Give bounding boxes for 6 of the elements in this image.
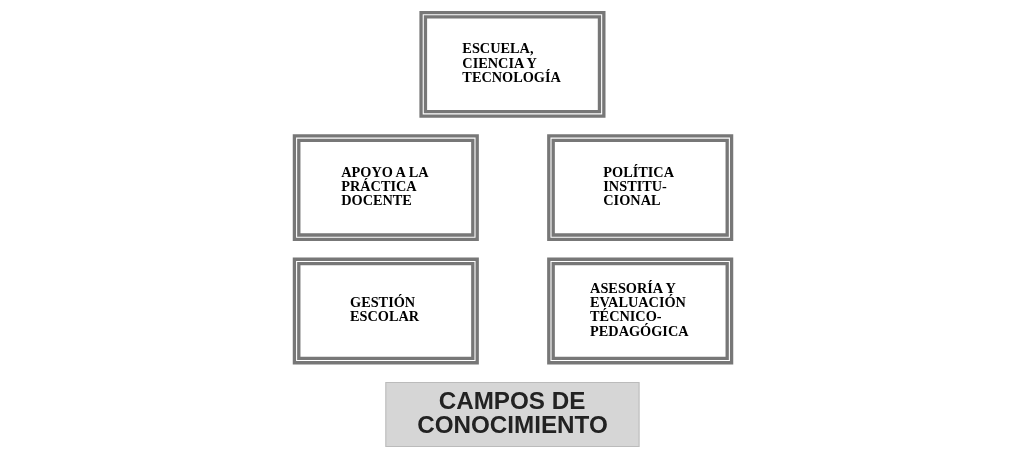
node-box: POLÍTICA INSTITU- CIONAL: [546, 134, 733, 242]
node-box: GESTIÓN ESCOLAR: [292, 257, 479, 365]
node-box: ASESORÍA Y EVALUACIÓN TÉCNICO- PEDAGÓGICA: [546, 257, 733, 365]
node-box: CAMPOS DE CONOCIMIENTO: [384, 382, 640, 447]
node-box: ESCUELA, CIENCIA Y TECNOLOGÍA: [418, 10, 605, 118]
node-box: APOYO A LA PRÁCTICA DOCENTE: [292, 134, 479, 242]
